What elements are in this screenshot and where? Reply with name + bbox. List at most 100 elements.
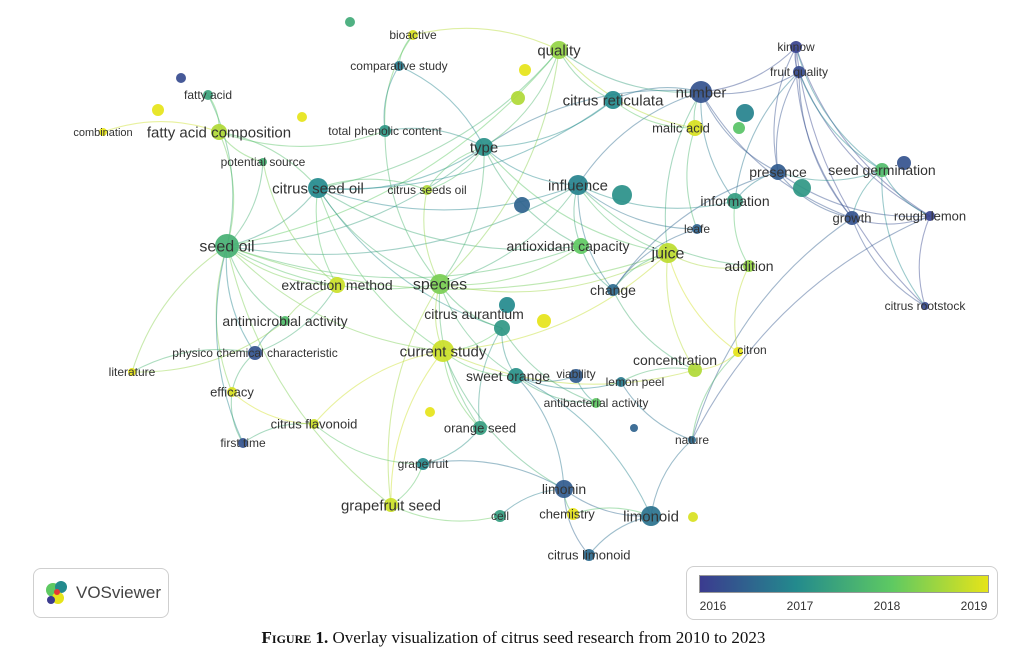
label-chemistry: chemistry (539, 507, 595, 522)
node-unlabeled-61[interactable] (733, 122, 745, 134)
node-citrus-seed-oil[interactable] (308, 178, 328, 198)
edge-66 (734, 71, 800, 202)
edge-136 (384, 34, 414, 132)
edge-112 (666, 252, 696, 371)
node-sweet-orange[interactable] (508, 368, 524, 384)
node-addition[interactable] (743, 260, 755, 272)
node-efficacy[interactable] (227, 387, 237, 397)
node-unlabeled-63[interactable] (514, 197, 530, 213)
edge-101 (412, 27, 560, 51)
node-unlabeled-68[interactable] (425, 407, 435, 417)
label-fruit-quality: fruit quality (770, 65, 828, 79)
node-malic-acid[interactable] (687, 120, 703, 136)
node-antioxidant-capacity[interactable] (573, 238, 589, 254)
node-unlabeled-55[interactable] (176, 73, 186, 83)
node-chemistry[interactable] (567, 508, 579, 520)
node-orange-seed[interactable] (473, 421, 487, 435)
edge-137 (383, 65, 400, 132)
node-potential-source[interactable] (259, 158, 267, 166)
node-fruit-quality[interactable] (793, 66, 805, 78)
node-grapefruit-seed[interactable] (384, 498, 398, 512)
label-citrus-limonoid: citrus limonoid (547, 548, 630, 563)
node-presence[interactable] (770, 164, 786, 180)
label-grapefruit-seed: grapefruit seed (341, 497, 441, 514)
node-citrus-aurantium[interactable] (494, 320, 510, 336)
node-influence[interactable] (568, 175, 588, 195)
node-citrus-limonoid[interactable] (583, 549, 595, 561)
node-kinnow[interactable] (790, 41, 802, 53)
legend-tick-2017: 2017 (786, 599, 814, 613)
node-rough-lemon[interactable] (925, 211, 935, 221)
edge-34 (439, 49, 560, 285)
node-growth[interactable] (845, 211, 859, 225)
edge-68 (777, 171, 853, 219)
edge-16 (226, 245, 392, 506)
node-citrus-reticulata[interactable] (604, 91, 622, 109)
node-number[interactable] (690, 81, 712, 103)
edge-151 (231, 391, 315, 425)
node-type[interactable] (475, 138, 493, 156)
node-unlabeled-64[interactable] (499, 297, 515, 313)
edge-142 (691, 351, 739, 441)
node-lemon-peel[interactable] (616, 377, 626, 387)
node-unlabeled-65[interactable] (793, 179, 811, 197)
edge-45 (442, 350, 565, 490)
node-citrus-seeds-oil[interactable] (422, 185, 432, 195)
label-presence: presence (749, 164, 807, 180)
node-antibacterial-activity[interactable] (591, 398, 601, 408)
edge-146 (262, 161, 338, 286)
node-literature[interactable] (128, 368, 136, 376)
node-fatty-acid-composition[interactable] (211, 124, 227, 140)
node-unlabeled-57[interactable] (297, 112, 307, 122)
label-fatty-acid: fatty acid (184, 88, 232, 102)
label-seed-germination: seed germination (828, 162, 935, 178)
node-unlabeled-69[interactable] (630, 424, 638, 432)
node-viability[interactable] (569, 369, 583, 383)
label-species: species (413, 277, 467, 294)
node-unlabeled-58[interactable] (519, 64, 531, 76)
node-unlabeled-60[interactable] (736, 104, 754, 122)
edge-61 (795, 46, 926, 307)
label-viability: viability (556, 367, 595, 381)
node-first-time[interactable] (238, 438, 248, 448)
node-nature[interactable] (688, 436, 696, 444)
edge-36 (439, 283, 517, 377)
node-change[interactable] (607, 284, 619, 296)
node-species[interactable] (430, 274, 450, 294)
node-current-study[interactable] (432, 340, 454, 362)
caption-label: Figure 1. (261, 628, 329, 647)
node-cell[interactable] (494, 510, 506, 522)
label-addition: addition (724, 258, 773, 274)
edge-18 (218, 131, 319, 189)
node-juice[interactable] (658, 243, 678, 263)
node-fatty-acid[interactable] (203, 90, 213, 100)
node-leafe[interactable] (692, 224, 702, 234)
node-unlabeled-67[interactable] (897, 156, 911, 170)
node-comparative-study[interactable] (394, 61, 404, 71)
node-limonoid[interactable] (641, 506, 661, 526)
node-grapefruit[interactable] (417, 458, 429, 470)
node-antimicrobial-activity[interactable] (280, 316, 290, 326)
node-unlabeled-70[interactable] (688, 512, 698, 522)
node-combination[interactable] (99, 128, 107, 136)
node-limonin[interactable] (555, 480, 573, 498)
node-quality[interactable] (550, 41, 568, 59)
node-concentration[interactable] (688, 363, 702, 377)
node-seed-germination[interactable] (875, 163, 889, 177)
node-citrus-flavonoid[interactable] (309, 419, 319, 429)
node-bioactive[interactable] (408, 30, 418, 40)
node-physico-chemical-characteristic[interactable] (248, 346, 262, 360)
node-seed-oil[interactable] (215, 234, 239, 258)
node-unlabeled-56[interactable] (152, 104, 164, 116)
node-unlabeled-66[interactable] (537, 314, 551, 328)
node-unlabeled-59[interactable] (511, 91, 525, 105)
node-unlabeled-62[interactable] (612, 185, 632, 205)
edge-93 (483, 146, 669, 254)
node-citrus-rootstock[interactable] (921, 302, 929, 310)
node-information[interactable] (727, 193, 743, 209)
edge-44 (390, 350, 444, 506)
node-unlabeled-54[interactable] (345, 17, 355, 27)
node-total-phenolic-content[interactable] (379, 125, 391, 137)
node-extraction-method[interactable] (329, 277, 345, 293)
node-citron[interactable] (733, 347, 743, 357)
